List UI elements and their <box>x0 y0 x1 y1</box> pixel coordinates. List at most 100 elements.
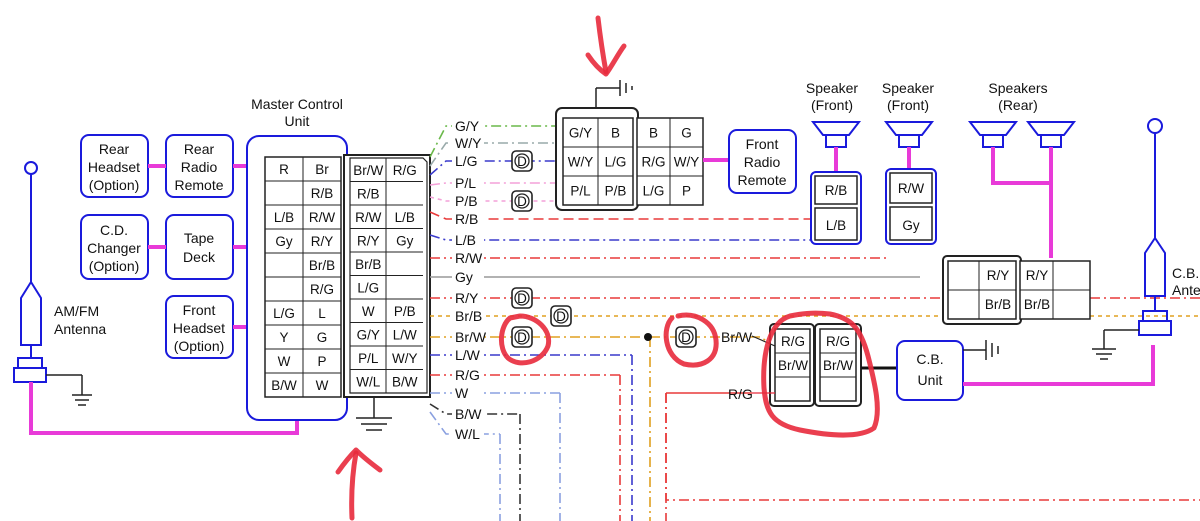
d-marker-label: D <box>517 154 527 169</box>
svg-text:Speaker: Speaker <box>806 80 858 96</box>
mcu-left-cell: Gy <box>275 234 293 249</box>
mcu-right-cell: R/W <box>355 210 382 225</box>
mcu-right-cell: W/L <box>356 374 380 389</box>
mcu-left-cell: L <box>318 306 326 321</box>
wire-label: R/Y <box>455 290 479 306</box>
svg-text:Speaker: Speaker <box>882 80 934 96</box>
wire-l-g <box>429 160 563 176</box>
svg-text:Unit: Unit <box>918 372 943 388</box>
wire-label: L/G <box>455 153 478 169</box>
svg-text:R/G: R/G <box>781 334 805 349</box>
cb-wire-label-brw: Br/W <box>721 329 753 345</box>
mcu-right-cell: Br/B <box>355 257 381 272</box>
svg-text:Speakers: Speakers <box>988 80 1047 96</box>
d-marker-label: D <box>517 330 527 345</box>
speaker-front-1: Speaker (Front) R/B L/B <box>806 80 862 245</box>
mcu-left-cell: Br <box>315 162 329 177</box>
wire-label: Br/W <box>455 329 487 345</box>
amfm-antenna: AM/FM Antenna <box>13 161 106 406</box>
mcu-left-cell: R/B <box>311 186 334 201</box>
mcu-right-cell: Br/W <box>353 163 383 178</box>
svg-text:Remote: Remote <box>174 177 223 193</box>
front-headset-box: Front Headset (Option) <box>165 295 234 359</box>
mcu-right-cell: W <box>362 304 375 319</box>
wire-label: Br/B <box>455 308 482 324</box>
front-radio-b-cell: R/G <box>641 155 665 170</box>
mcu-left-cell: R/G <box>310 282 334 297</box>
d-marker-label: D <box>517 194 527 209</box>
svg-text:Gy: Gy <box>902 218 920 233</box>
mcu-left-cell: L/G <box>273 306 295 321</box>
speakers-rear: Speakers (Rear) <box>967 80 1077 258</box>
wire-label: Gy <box>455 269 473 285</box>
svg-text:R/B: R/B <box>825 183 848 198</box>
rear-headset-box: Rear Headset (Option) <box>80 134 149 198</box>
speaker-front-2: Speaker (Front) R/W Gy <box>882 80 937 245</box>
wire-label: W <box>455 385 469 401</box>
cb-wire-label-rg: R/G <box>728 386 753 402</box>
wire-label: P/L <box>455 175 476 191</box>
d-marker-label: D <box>556 309 566 324</box>
mcu-right-cell: R/G <box>393 163 417 178</box>
front-radio-a-cell: P/B <box>605 184 627 199</box>
mcu-right-cell: L/G <box>357 280 379 295</box>
mcu-left-cell: R/Y <box>311 234 334 249</box>
mcu-left-cell: R/W <box>309 210 336 225</box>
tape-deck-box: Tape Deck <box>165 214 234 280</box>
front-radio-a-cell: B <box>611 126 620 141</box>
svg-text:Changer: Changer <box>87 240 141 256</box>
mcu-right-cell: W/Y <box>392 351 418 366</box>
svg-text:Br/B: Br/B <box>985 297 1011 312</box>
wire-label: L/B <box>455 232 476 248</box>
wire-rg-bottom <box>665 393 1200 501</box>
wire-label: G/Y <box>455 118 480 134</box>
svg-text:Br/B: Br/B <box>1024 297 1050 312</box>
svg-text:Radio: Radio <box>744 154 781 170</box>
d-marker-label: D <box>681 330 691 345</box>
rear-speaker-connector-b: R/Y Br/B <box>1019 260 1091 320</box>
mcu-right-cell: L/W <box>393 327 417 342</box>
svg-text:R/G: R/G <box>826 334 850 349</box>
wire-label: R/G <box>455 367 480 383</box>
cb-unit-box: C.B. Unit <box>896 340 999 401</box>
svg-text:(Rear): (Rear) <box>998 97 1038 113</box>
svg-text:Headset: Headset <box>173 320 225 336</box>
mcu-left-cell: B/W <box>271 378 297 393</box>
svg-text:R/Y: R/Y <box>1026 268 1049 283</box>
front-radio-a-cell: L/G <box>605 155 627 170</box>
d-marker-label: D <box>517 291 527 306</box>
svg-text:R/W: R/W <box>898 181 925 196</box>
cb-antenna: C.B. Ante <box>1092 118 1200 360</box>
mcu-left-cell: Br/B <box>309 258 335 273</box>
front-radio-b-cell: W/Y <box>674 155 700 170</box>
wire-l-b <box>429 234 815 241</box>
rear-speaker-connector-a: R/Y Br/B <box>942 255 1022 325</box>
front-radio-a-cell: P/L <box>570 184 591 199</box>
mcu-right-cell: G/Y <box>357 327 380 342</box>
mcu-left-cell: L/B <box>274 210 294 225</box>
cb-connector-b: R/G Br/W <box>814 323 862 407</box>
mcu-left-cell: W <box>316 378 329 393</box>
cb-antenna-label-1: C.B. <box>1172 265 1199 281</box>
rear-radio-remote-box: Rear Radio Remote <box>165 134 234 198</box>
svg-text:L/B: L/B <box>826 218 846 233</box>
svg-text:Tape: Tape <box>184 230 215 246</box>
svg-text:Front: Front <box>746 136 779 152</box>
wire-g-y <box>429 125 563 158</box>
svg-text:Deck: Deck <box>183 249 216 265</box>
cd-changer-box: C.D. Changer (Option) <box>80 214 149 280</box>
svg-text:Front: Front <box>183 302 216 318</box>
svg-text:(Option): (Option) <box>89 258 140 274</box>
mcu-left-cell: R <box>279 162 289 177</box>
front-radio-b-cell: G <box>681 126 692 141</box>
mcu-left-cell: G <box>317 330 328 345</box>
red-annotations <box>335 15 880 521</box>
wire-label: R/W <box>455 250 483 266</box>
svg-text:Remote: Remote <box>737 172 786 188</box>
amfm-label-1: AM/FM <box>54 303 99 319</box>
svg-text:Headset: Headset <box>88 159 140 175</box>
cb-antenna-label-2: Ante <box>1172 282 1200 298</box>
